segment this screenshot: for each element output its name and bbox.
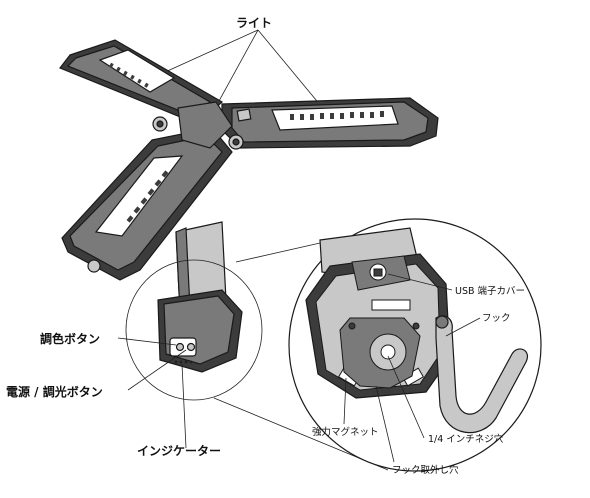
label-light: ライト xyxy=(236,16,273,30)
label-color-button: 調色ボタン xyxy=(40,332,101,346)
right-led-row xyxy=(290,111,384,120)
magnet-recess xyxy=(339,317,421,389)
label-magnet: 強力マグネット xyxy=(312,427,379,438)
hinge-joint xyxy=(152,101,244,150)
label-screw-hole: 1/4 インチネジ穴 xyxy=(428,434,504,445)
front-led-row xyxy=(126,170,169,223)
upper-led-row xyxy=(109,62,149,88)
front-light-arm xyxy=(61,127,233,281)
base-unit xyxy=(157,289,243,373)
label-power-dimmer-button: 電源 / 調光ボタン xyxy=(6,385,103,399)
base-leader-lines xyxy=(117,337,187,449)
label-hook-hole: フック取外し穴 xyxy=(392,465,459,476)
usb-cover xyxy=(351,255,411,291)
label-indicator: インジケーター xyxy=(137,444,222,458)
right-light-arm xyxy=(221,97,439,149)
zoom-detail xyxy=(288,218,542,472)
handle-stem xyxy=(175,221,227,313)
hook xyxy=(435,315,528,434)
label-usb-cover: USB 端子カバー xyxy=(455,286,526,297)
label-hook: フック xyxy=(482,313,511,324)
zoom-leader-lines xyxy=(343,273,481,463)
